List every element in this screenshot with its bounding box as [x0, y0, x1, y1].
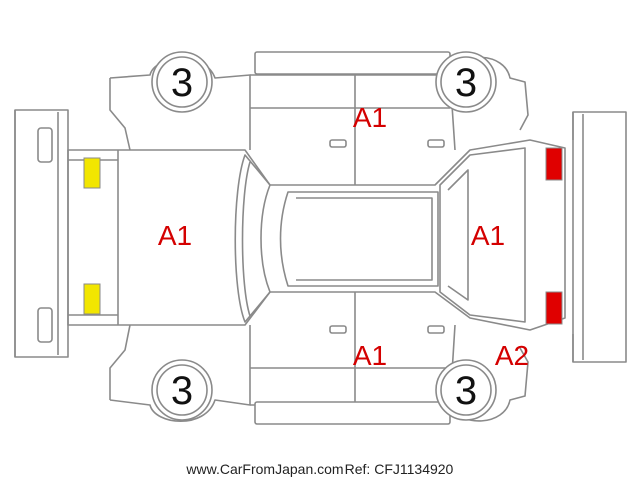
- wheel-rear-left-grade: 3: [455, 61, 477, 105]
- damage-code-left-doors: A1: [353, 102, 387, 133]
- damage-code-hood: A1: [158, 220, 192, 251]
- footer-ref: Ref: CFJ1134920: [345, 461, 454, 477]
- damage-code-right-doors: A1: [353, 340, 387, 371]
- right-side-body: [109, 324, 529, 425]
- wheel-rear-left: 3: [435, 51, 497, 113]
- wheel-rear-right-grade: 3: [455, 369, 477, 413]
- wheel-front-right-grade: 3: [171, 369, 193, 413]
- vehicle-body: [67, 75, 566, 405]
- wheel-rear-right: 3: [435, 359, 497, 421]
- damage-code-rear-glass: A1: [471, 220, 505, 251]
- front-lamp-lower-icon: [83, 283, 101, 315]
- front-lamp-upper-icon: [83, 157, 101, 189]
- wheel-front-right: 3: [151, 359, 213, 421]
- rear-bumper: [572, 111, 627, 363]
- wheel-front-left-grade: 3: [171, 61, 193, 105]
- rear-lamp-upper-icon: [545, 147, 563, 181]
- wheel-front-left: 3: [151, 51, 213, 113]
- footer-site: www.CarFromJapan.com: [185, 461, 343, 477]
- front-bumper: [14, 109, 69, 358]
- damage-code-rear-corner-right: A2: [495, 340, 529, 371]
- rear-lamp-lower-icon: [545, 291, 563, 325]
